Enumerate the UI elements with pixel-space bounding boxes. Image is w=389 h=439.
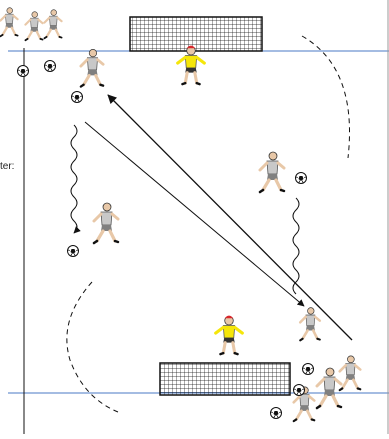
goalkeeper-icon xyxy=(216,316,243,354)
run-path-icon xyxy=(302,36,350,158)
player-icon xyxy=(317,368,341,408)
ball-icon xyxy=(18,66,29,77)
ball-icon xyxy=(72,92,83,103)
goal-net-icon xyxy=(160,363,290,395)
ball-icon xyxy=(294,385,305,396)
ball-icon xyxy=(296,173,307,184)
dribble-path-icon xyxy=(293,198,299,294)
ball-icon xyxy=(68,246,79,257)
player-icon xyxy=(0,8,17,37)
ball-icon xyxy=(271,408,282,419)
arrow-icon xyxy=(85,122,304,306)
ball-icon xyxy=(45,61,56,72)
player-icon xyxy=(94,203,118,243)
player-icon xyxy=(81,49,103,86)
dribble-path-icon xyxy=(71,125,77,233)
ball-icon xyxy=(303,364,314,375)
player-icon xyxy=(44,10,61,39)
player-icon xyxy=(340,356,361,390)
player-icon xyxy=(300,308,320,341)
arrow-icon xyxy=(108,95,352,340)
player-icon xyxy=(260,152,284,192)
goal-net-icon xyxy=(130,17,262,51)
cropped-edge-text: ter: xyxy=(0,161,14,172)
player-icon xyxy=(25,12,42,41)
